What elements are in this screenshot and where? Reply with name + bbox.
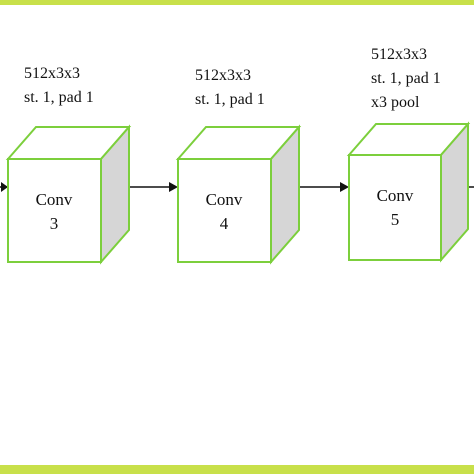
top-accent-band <box>0 0 474 5</box>
conv4-param-2: st. 1, pad 1 <box>195 91 265 108</box>
conv5-param-3: x3 pool <box>371 94 420 111</box>
conv3-cube-front <box>7 158 102 263</box>
conv4-index: 4 <box>220 214 229 233</box>
conv5-title: Conv <box>377 186 414 205</box>
arrow-4-5-head <box>340 182 349 192</box>
conv4-title: Conv <box>206 190 243 209</box>
conv3-title: Conv <box>36 190 73 209</box>
conv5-param-2: st. 1, pad 1 <box>371 70 441 87</box>
conv5-index: 5 <box>391 210 400 229</box>
arrow-in-head <box>1 182 8 192</box>
conv5-cube <box>346 121 471 263</box>
conv3-param-1: 512x3x3 <box>24 65 80 82</box>
conv4-param-1: 512x3x3 <box>195 67 251 84</box>
conv5-cube-front <box>348 154 442 261</box>
conv5-param-1: 512x3x3 <box>371 46 427 63</box>
conv4-cube-front <box>177 158 272 263</box>
conv3-param-2: st. 1, pad 1 <box>24 89 94 106</box>
conv3-cube <box>5 124 132 265</box>
arrow-3-4-head <box>169 182 178 192</box>
bottom-accent-band <box>0 465 474 474</box>
conv4-cube <box>175 124 302 265</box>
conv3-index: 3 <box>50 214 59 233</box>
